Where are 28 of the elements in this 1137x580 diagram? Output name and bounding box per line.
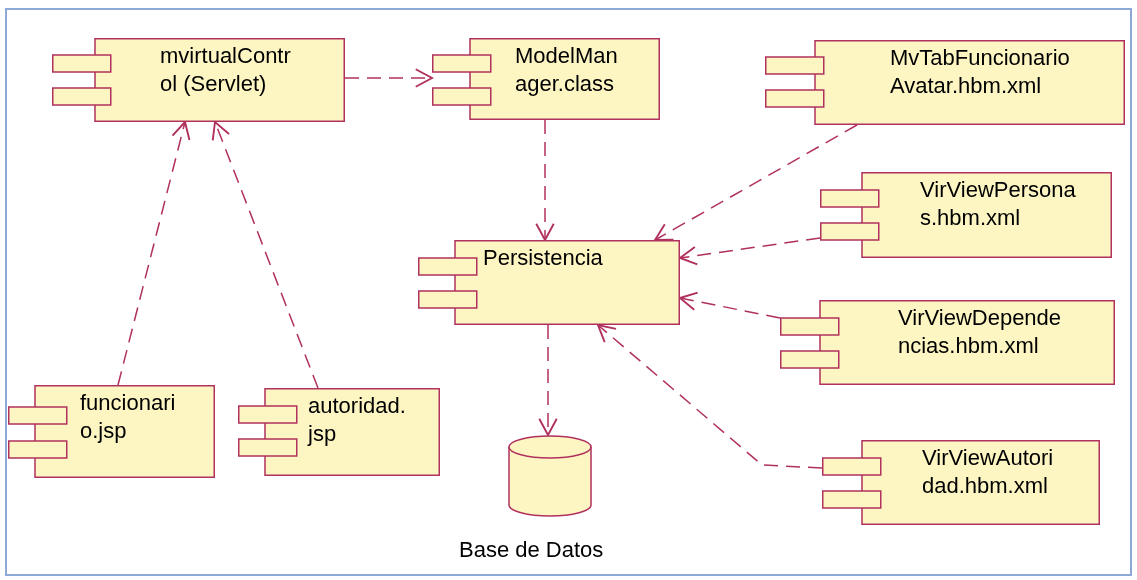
component-box xyxy=(418,240,680,325)
dependency-arrow xyxy=(538,324,558,436)
component-label: VirViewPersonas.hbm.xml xyxy=(920,176,1077,232)
component-label: mvirtualControl (Servlet) xyxy=(160,42,292,98)
component-label: VirViewDependencias.hbm.xml xyxy=(898,304,1063,360)
component-label: MvTabFuncionarioAvatar.hbm.xml xyxy=(890,44,1071,100)
component-label: Persistencia xyxy=(483,244,604,272)
component-label: funcionario.jsp xyxy=(80,389,177,445)
dependency-arrow xyxy=(597,324,823,469)
component-box xyxy=(765,40,1125,125)
dependency-arrow xyxy=(344,68,433,88)
component-label: autoridad.jsp xyxy=(308,392,406,448)
component-label: ModelManager.class xyxy=(515,42,619,98)
component-box xyxy=(822,440,1100,525)
component-label: VirViewAutoridad.hbm.xml xyxy=(922,444,1055,500)
component-box xyxy=(432,38,660,120)
component-box xyxy=(52,38,345,122)
component-box xyxy=(820,172,1112,258)
component-box xyxy=(8,385,215,478)
component-box xyxy=(238,388,440,476)
database-label: Base de Datos xyxy=(459,536,604,564)
dependency-arrow xyxy=(654,124,858,241)
component-box xyxy=(780,300,1115,385)
dependency-arrow xyxy=(535,119,555,241)
dependency-arrow xyxy=(211,121,319,389)
dependency-arrow xyxy=(679,237,821,266)
dependency-arrow xyxy=(679,291,781,319)
dependency-arrow xyxy=(117,121,191,386)
